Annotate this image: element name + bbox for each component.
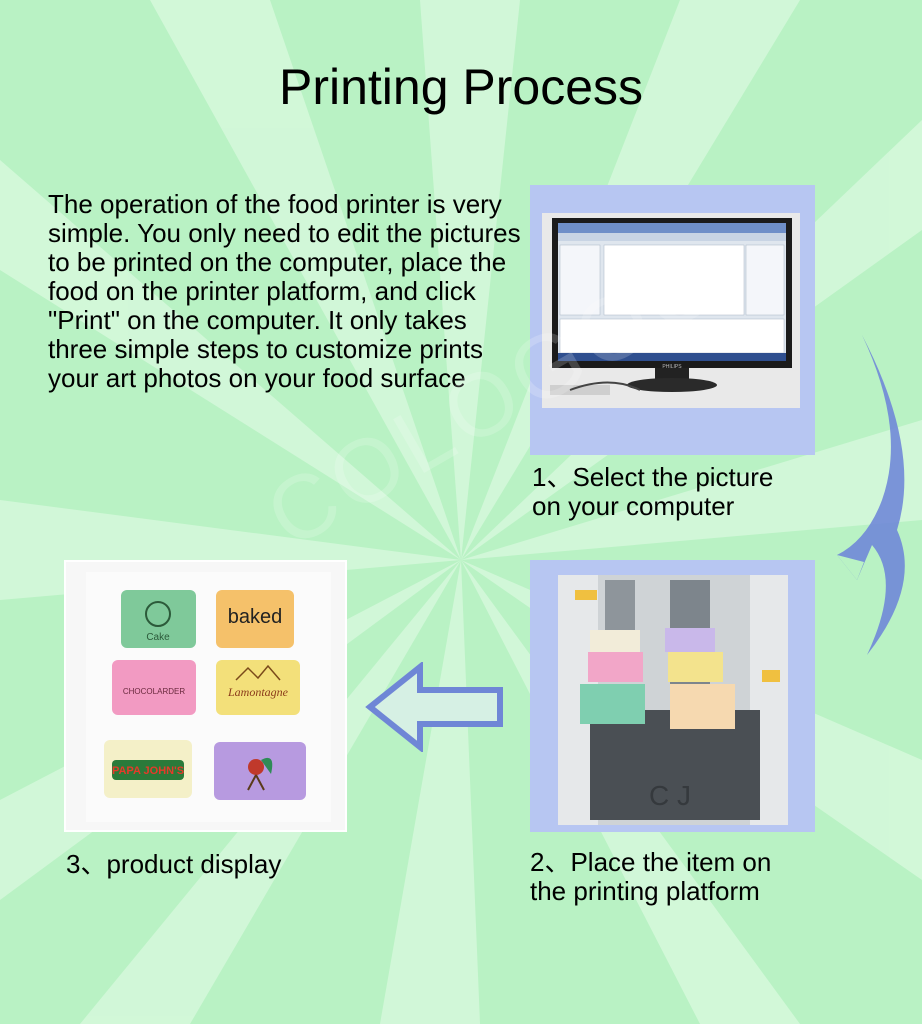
curved-arrow-down [837,335,905,655]
soap-text-baked: baked [228,606,283,628]
product-display-photo: Cake baked CHOCOLARDER Lamontagne PAPA J… [86,572,331,822]
soap-text-lamontagne: Lamontagne [227,685,289,699]
soap-text-chocolarder: CHOCOLARDER [123,687,185,696]
step3-photo-frame: Cake baked CHOCOLARDER Lamontagne PAPA J… [64,560,347,832]
soap-text-papajohns: PAPA JOHN'S [112,765,184,777]
step3-label: 3、product display [66,850,281,879]
step3-label-line1: 3、product display [66,849,282,879]
svg-text:C J: C J [649,780,691,811]
monitor-brand: PHILIPS [662,364,682,370]
step1-label-line1: 1、Select the picture [532,462,774,492]
soap-text-cake: Cake [146,632,170,643]
step2-label: 2、Place the item on the printing platfor… [530,848,771,906]
step1-label: 1、Select the picture on your computer [532,463,773,521]
step2-photo-frame: C J [530,560,815,832]
monitor-photo: PHILIPS [542,213,800,408]
left-arrow [365,662,503,752]
step1-label-line2: on your computer [532,491,735,521]
intro-paragraph: The operation of the food printer is ver… [48,189,521,393]
step2-label-line2: the printing platform [530,876,760,906]
page-title: Printing Process [278,59,644,115]
step1-photo-frame: PHILIPS [530,185,815,455]
printer-photo: C J [558,575,788,825]
step2-label-line1: 2、Place the item on [530,847,772,877]
